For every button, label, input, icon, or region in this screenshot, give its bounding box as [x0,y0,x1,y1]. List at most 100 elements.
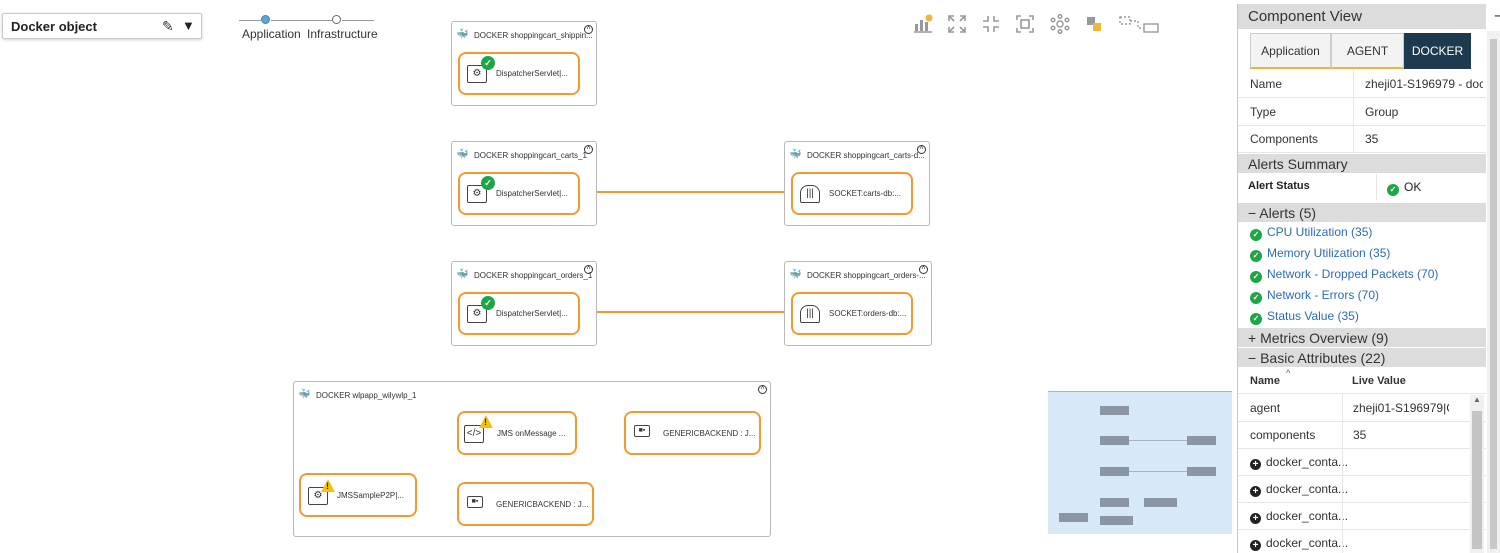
node-dispatcher-servlet[interactable]: ⚙ ✓ DispatcherServlet|... [458,292,580,335]
basic-attributes-header[interactable]: − Basic Attributes (22) [1238,348,1486,367]
socket-icon: ||| [800,185,820,203]
node-jms-sample-p2p[interactable]: ⚙ ! JMSSampleP2P|... [299,473,417,517]
expand-plus-icon[interactable]: + [1250,486,1261,497]
view-option-infrastructure[interactable]: Infrastructure [307,27,378,41]
scroll-up-icon[interactable]: ▲ [1473,395,1481,404]
attr-row-docker-container[interactable]: + docker_conta... [1238,502,1486,530]
node-genericbackend-1[interactable]: ■▪ GENERICBACKEND : J... [624,411,761,455]
expand-plus-icon[interactable]: + [1250,459,1261,470]
expand-plus-icon[interactable]: + [1250,513,1261,524]
docker-group-wlpapp[interactable]: 🐳 DOCKER wlpapp_wilywlp_1 ^ </> ! JMS on… [293,381,771,537]
tab-application[interactable]: Application [1250,33,1331,69]
col-header-value: Live Value [1352,375,1406,387]
collapse-icon[interactable]: ^ [584,145,593,154]
collapse-icon[interactable] [981,14,1001,34]
node-jms-onmessage[interactable]: </> ! JMS onMessage ... [457,411,577,455]
tree-layout-icon[interactable] [1118,14,1162,34]
node-socket-carts-db[interactable]: ||| SOCKET:carts-db:... [791,172,913,215]
attributes-scroll-thumb[interactable] [1472,411,1482,549]
metrics-overview-header[interactable]: + Metrics Overview (9) [1238,328,1486,347]
docker-group-orders[interactable]: 🐳 DOCKER shoppingcart_orders_1 ^ ⚙ ✓ Dis… [451,261,597,346]
docker-object-select[interactable]: Docker object ✎ ▼ [2,13,202,39]
row-divider [1353,125,1354,152]
alert-link-dropped-packets[interactable]: ✓Network - Dropped Packets (70) [1250,267,1438,283]
fit-icon[interactable] [1015,14,1035,34]
alert-status-value: ✓OK [1387,180,1421,196]
tab-agent[interactable]: AGENT [1331,33,1404,69]
attr-key: + docker_conta... [1250,509,1348,524]
radio-infrastructure[interactable] [332,15,341,24]
panel-scroll-thumb[interactable] [1490,39,1497,549]
servlet-gear-icon: ⚙ [467,305,487,323]
basic-attributes-title: Basic Attributes (22) [1260,350,1386,366]
dock-panel-icon[interactable]: ⇥ [1494,8,1500,23]
col-header-name[interactable]: Name [1250,375,1280,387]
minimap-node [1100,436,1129,445]
collapse-icon[interactable]: ^ [919,265,928,274]
minimap-node [1100,498,1129,507]
docker-group-orders-db[interactable]: 🐳 DOCKER shoppingcart_orders-... ^ ||| S… [784,261,932,346]
layers-icon[interactable] [1084,14,1104,34]
node-dispatcher-servlet[interactable]: ⚙ ✓ DispatcherServlet|... [458,52,580,95]
ok-status-icon: ✓ [1250,250,1262,262]
ok-status-icon: ✓ [1250,229,1262,241]
view-option-application[interactable]: Application [242,27,301,41]
node-dispatcher-servlet[interactable]: ⚙ ✓ DispatcherServlet|... [458,172,580,215]
minimap-edge [1129,471,1187,472]
alert-link-memory[interactable]: ✓Memory Utilization (35) [1250,246,1390,262]
alert-link-cpu[interactable]: ✓ CPU Utilization (35) [1250,225,1372,241]
minimap-node [1100,467,1129,476]
attr-row-docker-container[interactable]: +docker_conta... [1238,475,1486,503]
collapse-icon[interactable]: ^ [584,265,593,274]
tab-docker[interactable]: DOCKER [1404,33,1471,69]
docker-group-carts[interactable]: 🐳 DOCKER shoppingcart_carts_1 ^ ⚙ ✓ Disp… [451,141,597,226]
group-title: DOCKER wlpapp_wilywlp_1 [316,391,417,400]
node-genericbackend-2[interactable]: ■▪ GENERICBACKEND : J... [457,482,594,526]
servlet-gear-icon: ⚙ [467,65,487,83]
node-socket-orders-db[interactable]: ||| SOCKET:orders-db:... [791,292,913,335]
collapse-icon[interactable]: ^ [758,385,767,394]
alert-link-text: CPU Utilization (35) [1267,225,1373,239]
group-title: DOCKER shoppingcart_shippin... [474,31,593,40]
socket-icon: ||| [800,305,820,323]
node-label: GENERICBACKEND : J... [496,500,589,509]
edit-icon[interactable]: ✎ [162,18,174,34]
attr-value: 35 [1353,428,1367,442]
sort-asc-icon[interactable]: ^ [1286,368,1291,378]
chart-clear-icon[interactable] [913,14,933,34]
ok-status-icon: ✓ [481,176,495,190]
expand-plus-icon[interactable]: + [1250,540,1261,551]
radio-application[interactable] [261,15,270,24]
panel-scrollbar[interactable] [1487,31,1500,553]
minimap[interactable] [1048,391,1232,534]
node-label: JMS onMessage ... [497,429,566,438]
attributes-scrollbar[interactable]: ▲ [1470,395,1484,553]
docker-group-carts-db[interactable]: 🐳 DOCKER shoppingcart_carts-d... ^ ||| S… [784,141,930,226]
minimap-node [1187,436,1216,445]
ok-status-icon: ✓ [481,296,495,310]
docker-whale-icon: 🐳 [298,389,311,400]
group-title: DOCKER shoppingcart_orders-... [807,271,926,280]
attr-value: zheji01-S196979|Co| [1353,401,1449,415]
alert-link-network-errors[interactable]: ✓Network - Errors (70) [1250,288,1379,304]
node-label: GENERICBACKEND : J... [663,429,756,438]
expand-icon[interactable] [947,14,967,34]
attr-key-text: docker_conta... [1266,509,1349,523]
toggle-line-left [239,20,261,21]
row-divider [1342,502,1343,529]
backend-icon: ■▪ [467,496,483,508]
caret-down-icon[interactable]: ▼ [182,18,195,33]
docker-group-shipping[interactable]: 🐳 DOCKER shoppingcart_shippin... ^ ⚙ ✓ D… [451,21,597,106]
attr-row-docker-container[interactable]: + docker_conta... [1238,448,1486,476]
alert-link-status-value[interactable]: ✓Status Value (35) [1250,309,1359,325]
attr-key-text: docker_conta... [1266,455,1349,469]
collapse-icon[interactable]: ^ [917,145,926,154]
network-icon[interactable] [1050,13,1070,35]
attr-row-docker-container[interactable]: +docker_conta... [1238,529,1486,553]
attr-key: +docker_conta... [1250,536,1348,551]
row-divider [1353,70,1354,97]
minimap-node [1059,513,1088,522]
collapse-icon[interactable]: ^ [584,25,593,34]
attr-row-agent: agent zheji01-S196979|Co| [1238,394,1486,422]
alerts-header[interactable]: − Alerts (5) [1238,203,1486,222]
